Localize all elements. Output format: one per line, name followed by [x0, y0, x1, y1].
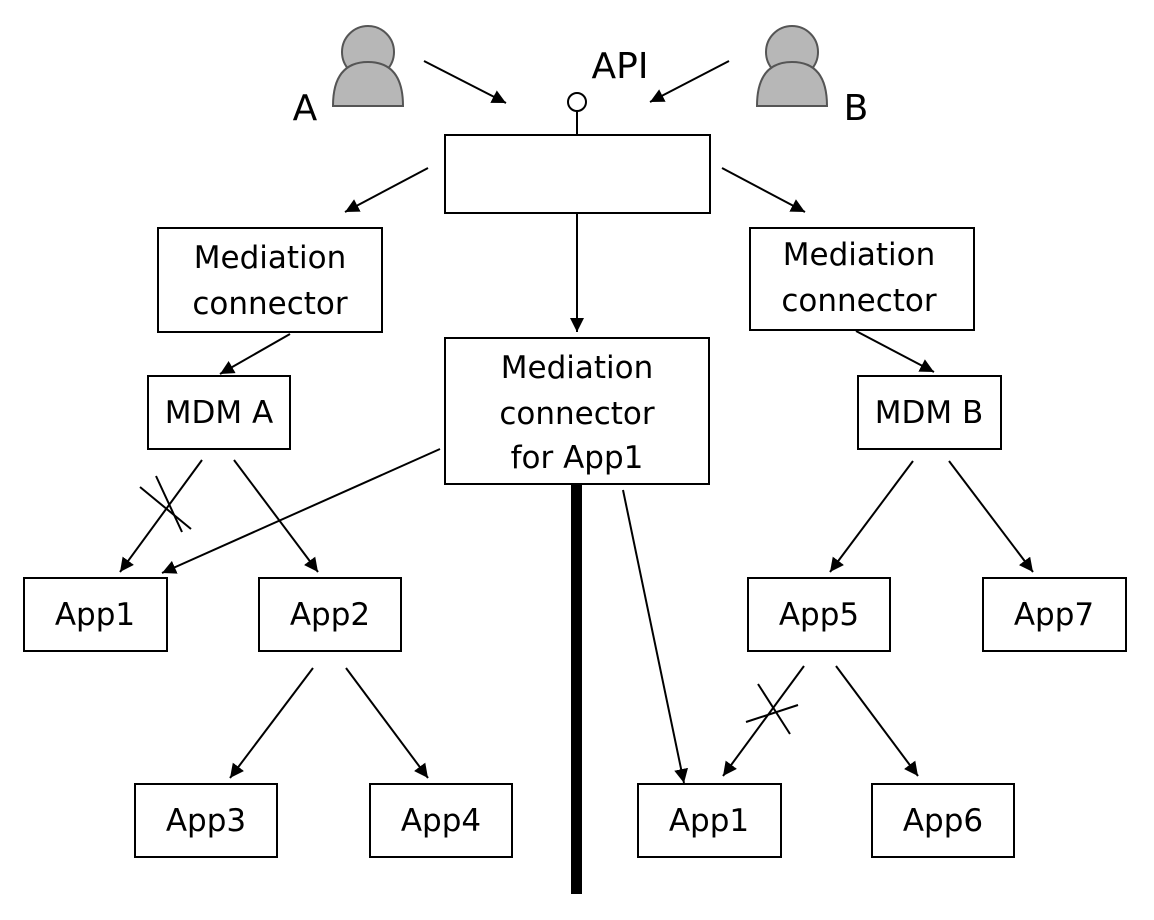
api-port-icon [567, 92, 587, 112]
app5-label: App5 [779, 597, 859, 633]
mdm-a-label: MDM A [165, 395, 273, 431]
app2-box [258, 577, 402, 652]
app2-to-app3-arrow [229, 667, 314, 779]
user-a-to-api-arrow [423, 60, 507, 104]
mediation-connector-right [749, 227, 975, 331]
mediation-connector-for-app1 [444, 337, 710, 485]
app3-box [134, 783, 278, 858]
med-center-to-app1-right-arrow [622, 489, 688, 784]
med-right-line-1: Mediation [783, 237, 936, 273]
blocked-mark-a-1 [139, 486, 192, 530]
med-center-to-app1-left-arrow [161, 448, 441, 574]
app4-box [369, 783, 513, 858]
app1-right-label: App1 [669, 803, 749, 839]
med-left-line-1: Mediation [194, 240, 347, 276]
med-left-to-mdm-a-arrow [219, 333, 291, 375]
user-a-icon [331, 25, 405, 107]
app2-to-app4-arrow [345, 667, 429, 779]
hub-box [444, 134, 711, 214]
blocked-mark-b-1 [745, 704, 799, 723]
mdm-a-to-app2-arrow [233, 459, 319, 573]
api-label: API [592, 46, 649, 87]
blocked-mark-b-2 [757, 683, 791, 735]
app1-right-box [637, 783, 782, 858]
mdm-b-label: MDM B [875, 395, 984, 431]
user-a-label: A [293, 88, 318, 129]
hub-to-med-left-arrow [344, 167, 429, 213]
user-b-label: B [844, 88, 869, 129]
app1-left-label: App1 [55, 597, 135, 633]
med-center-line-1: Mediation [501, 350, 654, 386]
app5-to-app6-arrow [835, 665, 919, 777]
app7-label: App7 [1014, 597, 1094, 633]
app5-box [747, 577, 891, 652]
med-right-line-2: connector [781, 283, 937, 319]
mdm-b-box [857, 375, 1002, 450]
app1-left-box [23, 577, 168, 652]
mediation-connector-left [157, 227, 383, 333]
app7-box [982, 577, 1127, 652]
app5-to-app1-blocked-arrow [722, 665, 805, 777]
med-center-line-2: connector [499, 396, 655, 432]
hub-to-med-right-arrow [721, 167, 806, 213]
mdm-a-to-app1-blocked-arrow [119, 459, 203, 573]
mdm-b-to-app7-arrow [948, 460, 1034, 573]
app6-label: App6 [903, 803, 983, 839]
med-right-to-mdm-b-arrow [855, 330, 935, 373]
divider-bar [571, 484, 582, 894]
app2-label: App2 [290, 597, 370, 633]
med-left-line-2: connector [192, 286, 348, 322]
mdm-a-box [147, 375, 291, 450]
user-b-to-api-arrow [649, 60, 730, 103]
blocked-mark-a-2 [155, 475, 183, 533]
user-b-icon [755, 25, 829, 107]
app3-label: App3 [166, 803, 246, 839]
mdm-b-to-app5-arrow [829, 460, 914, 573]
app6-box [871, 783, 1015, 858]
app4-label: App4 [401, 803, 481, 839]
med-center-line-3: for App1 [511, 440, 644, 476]
